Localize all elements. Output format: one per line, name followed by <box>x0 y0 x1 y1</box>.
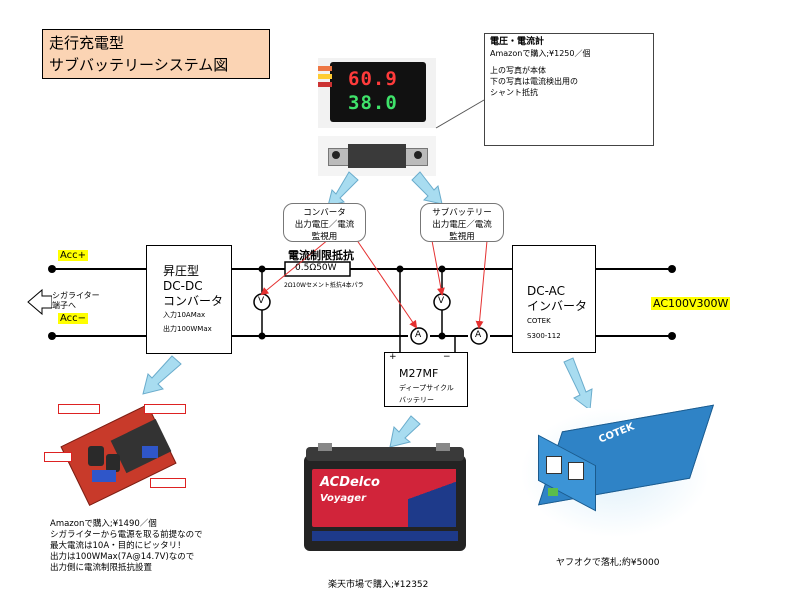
battery-brand-text: ACDelco <box>320 475 380 490</box>
converter-note-l4: 出力は100WMax(7A@14.7V)なので <box>50 552 195 562</box>
meter-note-line3: 上の写真が本体 <box>490 66 546 75</box>
cigar-label: シガライター 端子へ <box>52 291 100 311</box>
dcdc-converter-block: 昇圧型 DC-DC コンバータ 入力10AMax 出力100WMax <box>146 245 232 354</box>
a-label-converter: A <box>415 330 422 340</box>
terminal-ac-top <box>668 265 676 273</box>
current-limit-resistor <box>284 261 351 277</box>
battery-minus-label: − <box>443 352 451 362</box>
converter-l1: 昇圧型 <box>163 264 200 278</box>
meter-photo: 60.9 38.0 <box>318 58 436 128</box>
battery-note: 楽天市場で購入;¥12352 <box>328 580 429 590</box>
terminal-ac-bottom <box>668 332 676 340</box>
a-label-battery: A <box>475 330 482 340</box>
meter-note: 電圧・電流計 Amazonで購入;¥1250／個 上の写真が本体 下の写真は電流… <box>484 33 654 146</box>
battery-plus-label: + <box>389 352 397 362</box>
title-line-1: 走行充電型 <box>49 34 125 52</box>
converter-note-l3: 最大電流は10A・目的にピッタリ！ <box>50 541 186 551</box>
meter-note-heading: 電圧・電流計 <box>490 37 545 47</box>
converter-l3: コンバータ <box>163 294 224 308</box>
acc-minus-label: Acc− <box>58 313 89 324</box>
inverter-photo: COTEK <box>520 388 715 548</box>
converter-monitor-callout: コンバータ 出力電圧／電流 監視用 <box>283 203 366 242</box>
meter-note-line5: シャント抵抗 <box>490 88 538 97</box>
converter-note-l2: シガライターから電源を取る前提なので <box>50 530 203 540</box>
battery-monitor-callout: サブバッテリー 出力電圧／電流 監視用 <box>420 203 504 242</box>
cigar-label-l1: シガライター <box>52 291 100 300</box>
acc-plus-label: Acc+ <box>58 250 89 261</box>
diagram-title: 走行充電型 サブバッテリーシステム図 <box>42 29 270 79</box>
meter-reading-bottom: 38.0 <box>348 92 398 114</box>
shunt-photo <box>318 136 436 176</box>
v-label-battery: V <box>438 296 445 306</box>
terminal-acc-plus <box>48 265 56 273</box>
battery-type: ディープサイクル <box>399 384 454 392</box>
inverter-note: ヤフオクで落札;約¥5000 <box>556 558 660 568</box>
inverter-l1: DC-AC <box>527 284 566 298</box>
battery-model-text: Voyager <box>320 493 367 504</box>
resistor-title: 電流制限抵抗 <box>288 249 354 262</box>
converter-board-photo <box>40 392 190 510</box>
inverter-l2: インバータ <box>527 299 588 313</box>
v-label-converter: V <box>258 296 265 306</box>
ac-output-label: AC100V300W <box>651 297 731 310</box>
converter-note-l5: 出力側に電流制限抵抗設置 <box>50 563 153 573</box>
callout-converter-l1: コンバータ <box>303 208 346 218</box>
inverter-l4: S300-112 <box>527 332 561 340</box>
converter-note-l1: Amazonで購入;¥1490／個 <box>50 519 157 529</box>
callout-converter-l3: 監視用 <box>311 232 338 242</box>
battery-model: M27MF <box>399 367 439 380</box>
converter-note: Amazonで購入;¥1490／個 シガライターから電源を取る前提なので 最大電… <box>50 519 203 574</box>
converter-l4: 入力10AMax <box>163 311 206 319</box>
cigar-arrow <box>27 288 53 316</box>
resistor-value: 0.5Ω50W <box>295 263 337 273</box>
callout-sub-l1: サブバッテリー <box>432 208 492 218</box>
cigar-label-l2: 端子へ <box>52 301 76 310</box>
callout-sub-l2: 出力電圧／電流 <box>432 220 492 230</box>
title-line-2: サブバッテリーシステム図 <box>49 56 229 74</box>
converter-ammeter <box>410 327 428 345</box>
converter-l2: DC-DC <box>163 279 203 293</box>
deep-cycle-battery-block: + − M27MF ディープサイクル バッテリー <box>384 352 468 407</box>
meter-note-line4: 下の写真は電流検出用の <box>490 77 578 86</box>
battery-type-2: バッテリー <box>399 396 434 404</box>
meter-note-price: Amazonで購入;¥1250／個 <box>490 49 591 58</box>
dcac-inverter-block: DC-AC インバータ COTEK S300-112 <box>512 245 596 353</box>
resistor-note: 2Ω10Wセメント抵抗4本パラ <box>284 282 364 289</box>
callout-converter-l2: 出力電圧／電流 <box>294 220 355 230</box>
converter-l5: 出力100WMax <box>163 325 212 333</box>
meter-reading-top: 60.9 <box>348 68 398 90</box>
note-pointer <box>435 99 485 129</box>
inverter-l3: COTEK <box>527 317 551 325</box>
callout-sub-l3: 監視用 <box>449 232 475 242</box>
terminal-acc-minus <box>48 332 56 340</box>
battery-photo: ACDelco Voyager <box>304 443 466 557</box>
